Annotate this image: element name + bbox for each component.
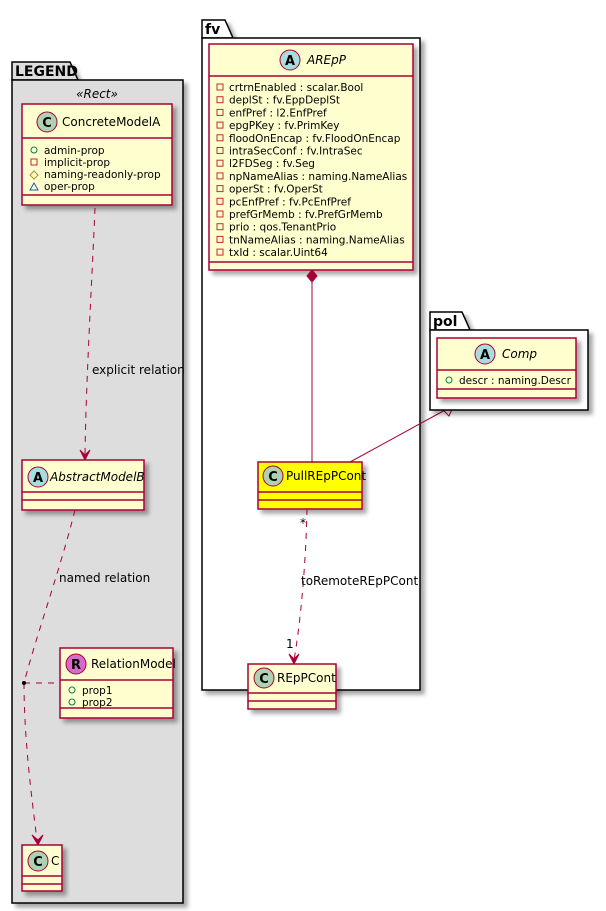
square-icon (216, 121, 224, 129)
attribute: prop2 (82, 697, 113, 709)
pol-package-label: pol (433, 314, 457, 330)
svg-text:C: C (259, 672, 269, 687)
filled-diamond-icon (306, 269, 318, 283)
edge-to-remote-repp-cont: toRemoteREpPCont * 1 (286, 508, 418, 666)
abstract-a-icon (474, 343, 496, 365)
edge-composition (306, 269, 318, 462)
attribute: oper-prop (44, 181, 95, 193)
edge-label: explicit relation (92, 363, 185, 377)
class-relation-model[interactable]: R RelationModel prop1 prop2 (59, 647, 176, 719)
attribute: enfPref : l2.EnfPref (229, 107, 327, 119)
association-point (22, 681, 26, 685)
square-icon (216, 159, 224, 167)
class-name: PullREpPCont (286, 469, 366, 483)
class-c-icon (36, 111, 58, 133)
attribute: floodOnEncap : fv.FloodOnEncap (229, 133, 401, 145)
class-pull-repp-cont[interactable]: C PullREpPCont (257, 461, 366, 510)
square-icon (216, 134, 224, 142)
square-icon (216, 147, 224, 154)
square-icon (216, 197, 224, 205)
class-abstract-model-b[interactable]: A AbstractModelB (21, 459, 145, 511)
attribute: operSt : fv.OperSt (229, 184, 323, 196)
abstract-a-icon (27, 466, 49, 488)
svg-text:A: A (33, 471, 43, 486)
attribute: admin-prop (44, 145, 105, 157)
attribute: prio : qos.TenantPrio (229, 222, 336, 234)
edge-explicit-relation: explicit relation (79, 207, 185, 462)
target-multiplicity: 1 (286, 637, 294, 651)
attribute: implicit-prop (44, 157, 110, 169)
arrow-head-icon (288, 653, 300, 666)
arrow-head-icon (31, 834, 44, 847)
square-icon (216, 210, 224, 218)
class-name: AbstractModelB (49, 470, 145, 484)
class-name: RelationModel (91, 657, 176, 671)
square-icon (216, 172, 224, 180)
attribute: intraSecConf : fv.IntraSec (229, 146, 363, 158)
svg-text:A: A (285, 54, 295, 69)
legend-stereotype: «Rect» (76, 87, 118, 101)
square-icon (216, 248, 224, 256)
attribute: descr : naming.Descr (459, 375, 572, 387)
class-name: REpPCont (277, 671, 336, 685)
diamond-icon (29, 170, 39, 180)
triangle-icon (29, 181, 39, 191)
attribute: epgPKey : fv.PrimKey (229, 120, 339, 132)
attribute: deplSt : fv.EppDeplSt (229, 95, 340, 107)
svg-text:R: R (71, 658, 81, 673)
svg-text:C: C (268, 470, 278, 485)
class-comp[interactable]: A Comp descr : naming.Descr (436, 337, 577, 399)
attribute: pcEnfPref : fv.PcEnfPref (229, 196, 351, 208)
edge-label: named relation (59, 571, 150, 585)
class-c-icon (253, 667, 275, 689)
square-icon (216, 96, 224, 104)
fv-package-label: fv (205, 22, 220, 38)
class-concrete-model-a[interactable]: C ConcreteModelA admin-prop implicit-pro… (21, 103, 173, 206)
circle-icon (68, 686, 76, 694)
class-repp-cont[interactable]: C REpPCont (247, 663, 337, 710)
edge-label: toRemoteREpPCont (301, 574, 418, 588)
square-icon (216, 108, 224, 116)
attribute: naming-readonly-prop (44, 169, 161, 181)
square-icon (216, 83, 224, 91)
square-icon (216, 185, 224, 193)
circle-icon (68, 698, 76, 706)
legend-package-label: LEGEND (15, 64, 78, 80)
attribute: tnNameAlias : naming.NameAlias (229, 234, 405, 246)
square-icon (30, 158, 38, 166)
relation-r-icon (65, 653, 87, 675)
arrow-head-icon (79, 449, 91, 462)
class-c-icon (27, 850, 49, 872)
svg-text:C: C (33, 855, 43, 870)
svg-text:C: C (42, 116, 52, 131)
attribute: l2FDSeg : fv.Seg (229, 158, 315, 170)
attribute: crtrnEnabled : scalar.Bool (229, 82, 363, 94)
abstract-a-icon (279, 49, 301, 71)
square-icon (216, 235, 224, 243)
attribute: prefGrMemb : fv.PrefGrMemb (229, 209, 383, 221)
attribute: prop1 (82, 685, 113, 697)
class-name: Comp (502, 347, 537, 361)
class-name: AREpP (306, 53, 347, 67)
circle-icon (445, 376, 453, 384)
attribute: txId : scalar.Uint64 (229, 247, 328, 259)
edge-named-relation: named relation (22, 509, 150, 847)
class-arepp[interactable]: A AREpP crtrnEnabled : scalar.BooldeplSt… (208, 43, 414, 271)
source-multiplicity: * (300, 516, 306, 530)
class-c-icon (262, 465, 284, 487)
square-icon (216, 223, 224, 231)
attribute: npNameAlias : naming.NameAlias (229, 171, 407, 183)
class-name: C (51, 854, 59, 868)
class-name: ConcreteModelA (62, 115, 161, 129)
class-c[interactable]: C C (21, 844, 63, 892)
circle-icon (30, 146, 38, 154)
svg-text:A: A (480, 348, 490, 363)
